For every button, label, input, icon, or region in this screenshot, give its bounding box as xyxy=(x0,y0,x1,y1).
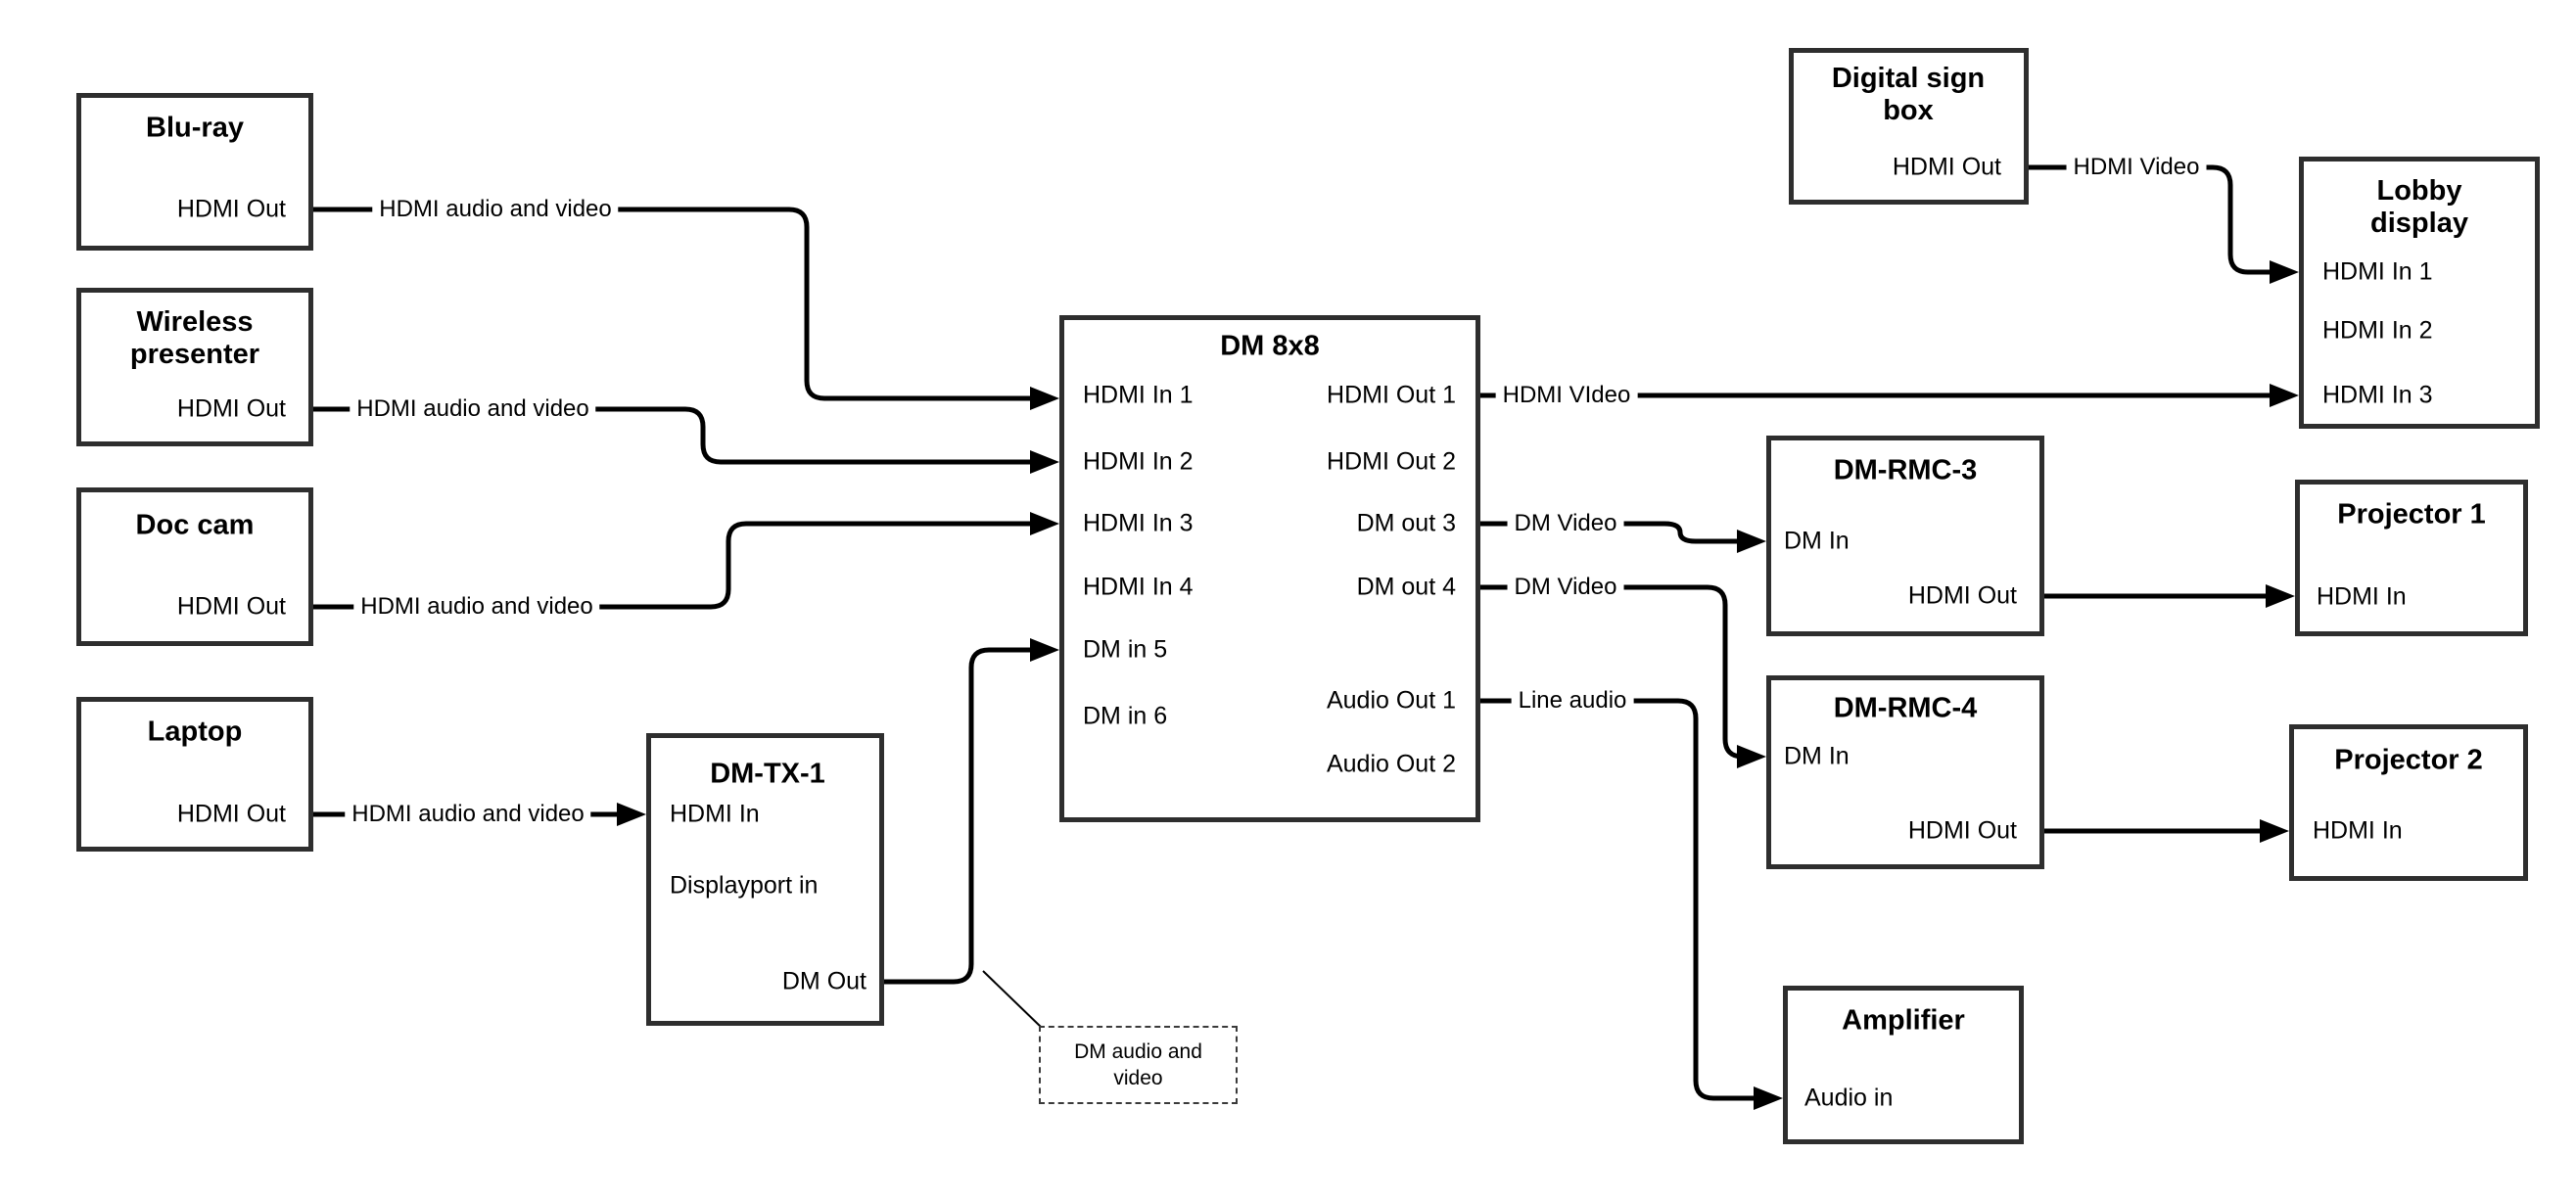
edge-label-dm-out4-link: DM Video xyxy=(1507,574,1624,601)
title-laptop: Laptop xyxy=(147,716,243,748)
edge-label-digital-sign-link: HDMI Video xyxy=(2066,154,2207,181)
title-blu-ray: Blu-ray xyxy=(146,112,244,144)
port-dm8x8-dm-in-5: DM in 5 xyxy=(1083,635,1168,664)
port-dm8x8-hdmi-in-1: HDMI In 1 xyxy=(1083,381,1194,409)
edge-label-audio-out1-link: Line audio xyxy=(1511,687,1634,715)
node-dm-rmc-4 xyxy=(1766,675,2044,869)
title-dm-8x8: DM 8x8 xyxy=(1220,330,1320,362)
port-rmc4-dm-in: DM In xyxy=(1784,742,1850,770)
annotation-leader-line xyxy=(982,970,1043,1029)
title-dm-rmc-4: DM-RMC-4 xyxy=(1833,692,1978,724)
edge-label-dm-out3-link: DM Video xyxy=(1507,510,1624,537)
node-digital-sign-box xyxy=(1789,48,2029,205)
port-dm8x8-dm-in-6: DM in 6 xyxy=(1083,702,1168,730)
node-amplifier xyxy=(1783,986,2024,1144)
annotation-dm-audio-video: DM audio and video xyxy=(1039,1026,1238,1104)
port-rmc3-hdmi-out: HDMI Out xyxy=(1907,581,2017,610)
title-lobby-display: Lobby display xyxy=(2370,175,2468,239)
node-blu-ray xyxy=(76,93,313,251)
node-projector-1 xyxy=(2295,480,2528,636)
port-laptop-hdmi-out: HDMI Out xyxy=(176,800,286,828)
annotation-dm-audio-video-text: DM audio and video xyxy=(1074,1040,1202,1089)
node-dm-rmc-3 xyxy=(1766,436,2044,636)
port-dm8x8-dm-out-3: DM out 3 xyxy=(1356,509,1456,537)
node-lobby-display xyxy=(2299,157,2540,429)
port-dm8x8-hdmi-in-2: HDMI In 2 xyxy=(1083,447,1194,476)
connector-doccam-to-dm8x8-in3 xyxy=(313,512,1059,610)
title-amplifier: Amplifier xyxy=(1842,1004,1965,1037)
node-dm-8x8 xyxy=(1059,315,1480,822)
connector-dm8x8-aout1-to-amplifier xyxy=(1480,698,1783,1110)
port-dm8x8-audio-out-2: Audio Out 2 xyxy=(1326,750,1456,778)
edge-label-laptop-link: HDMI audio and video xyxy=(345,801,591,828)
connector-wireless-to-dm8x8-in2 xyxy=(313,406,1059,474)
node-laptop xyxy=(76,697,313,852)
port-wireless-hdmi-out: HDMI Out xyxy=(176,394,286,423)
port-dm8x8-audio-out-1: Audio Out 1 xyxy=(1326,686,1456,715)
port-projector1-hdmi-in: HDMI In xyxy=(2317,582,2407,611)
connector-dmtx1-to-dm8x8-in5 xyxy=(884,638,1059,985)
port-rmc4-hdmi-out: HDMI Out xyxy=(1907,816,2017,845)
port-digital-sign-hdmi-out: HDMI Out xyxy=(1892,153,2001,181)
port-lobby-hdmi-in-3: HDMI In 3 xyxy=(2322,381,2433,409)
port-dm8x8-hdmi-out-2: HDMI Out 2 xyxy=(1327,447,1456,476)
node-doc-cam xyxy=(76,487,313,646)
connector-bluray-to-dm8x8-in1 xyxy=(313,207,1059,410)
title-doc-cam: Doc cam xyxy=(135,509,255,541)
edge-label-wireless-link: HDMI audio and video xyxy=(350,395,596,423)
port-rmc3-dm-in: DM In xyxy=(1784,527,1850,555)
title-digital-sign-box: Digital sign box xyxy=(1831,63,1986,126)
port-dmtx1-displayport-in: Displayport in xyxy=(670,871,819,900)
port-dm8x8-hdmi-in-3: HDMI In 3 xyxy=(1083,509,1194,537)
title-dm-rmc-3: DM-RMC-3 xyxy=(1833,454,1978,486)
port-amplifier-audio-in: Audio in xyxy=(1804,1084,1894,1112)
port-doc-cam-hdmi-out: HDMI Out xyxy=(176,592,286,621)
title-dm-tx-1: DM-TX-1 xyxy=(710,758,825,790)
edge-label-doccam-link: HDMI audio and video xyxy=(353,593,600,621)
port-dm8x8-dm-out-4: DM out 4 xyxy=(1356,573,1456,601)
port-dmtx1-dm-out: DM Out xyxy=(781,967,866,995)
node-projector-2 xyxy=(2289,724,2528,881)
title-projector-1: Projector 1 xyxy=(2337,498,2486,531)
node-wireless-presenter xyxy=(76,288,313,446)
connector-sign-to-lobby-in1 xyxy=(2029,164,2299,284)
title-projector-2: Projector 2 xyxy=(2334,744,2483,776)
port-dm8x8-hdmi-in-4: HDMI In 4 xyxy=(1083,573,1194,601)
connector-dm8x8-out3-to-rmc3 xyxy=(1480,521,1766,553)
edge-label-bluray-link: HDMI audio and video xyxy=(372,196,619,223)
edge-label-hdmi-out1-link: HDMI VIdeo xyxy=(1495,382,1638,409)
port-dm8x8-hdmi-out-1: HDMI Out 1 xyxy=(1327,381,1456,409)
connector-dm8x8-out4-to-rmc4 xyxy=(1480,584,1766,768)
port-lobby-hdmi-in-1: HDMI In 1 xyxy=(2322,257,2433,286)
title-wireless-presenter: Wireless presenter xyxy=(129,306,260,370)
port-lobby-hdmi-in-2: HDMI In 2 xyxy=(2322,316,2433,345)
port-projector2-hdmi-in: HDMI In xyxy=(2313,816,2403,845)
port-dmtx1-hdmi-in: HDMI In xyxy=(670,800,760,828)
port-blu-ray-hdmi-out: HDMI Out xyxy=(176,195,286,223)
node-dm-tx-1 xyxy=(646,733,884,1026)
